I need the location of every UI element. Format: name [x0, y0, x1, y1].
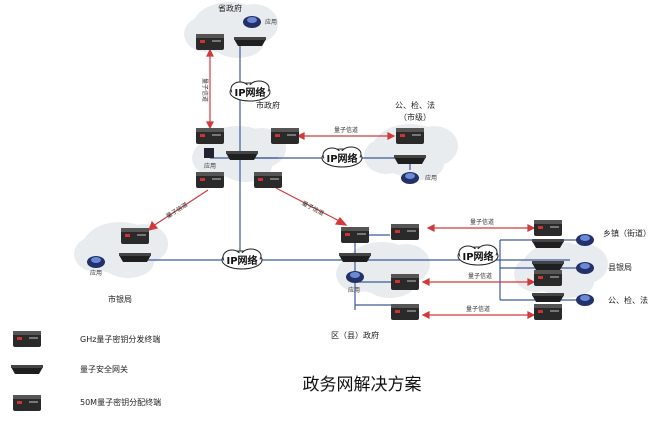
- legend-item-1-label: GHz量子密钥分发终端: [80, 334, 160, 344]
- legend-item-2-label: 量子安全网关: [80, 364, 128, 374]
- city-qkd-terminal-c: [196, 172, 224, 188]
- district-qkd-terminal-b: [391, 274, 419, 290]
- county-bank-gateway: [532, 261, 564, 270]
- city-qkd-terminal-d: [254, 172, 282, 188]
- county-bank-label: 县银局: [608, 262, 632, 272]
- bank-qkd-terminal: [121, 228, 149, 244]
- bank-channel-label: 量子信道: [165, 200, 189, 220]
- city-app-icon: [204, 148, 214, 158]
- town-app-icon: [576, 234, 594, 246]
- quantum-channel-links: [148, 48, 536, 319]
- ip-cloud-bottom-label: IP网络: [226, 254, 257, 267]
- county-security-app-icon: [576, 294, 594, 306]
- bank-gateway: [119, 253, 151, 262]
- province-gateway: [234, 37, 266, 46]
- ip-cloud-district-right-label: IP网络: [462, 250, 493, 263]
- province-channel-label: 量子信道: [201, 78, 209, 102]
- district-channel-label: 量子信道: [300, 199, 325, 217]
- district-qkd-terminal-in: [341, 227, 369, 243]
- town-gateway: [532, 239, 564, 248]
- town-qkd-terminal: [534, 220, 562, 236]
- security-label: 公、检、法: [395, 100, 435, 110]
- district-app-icon: [346, 271, 364, 283]
- city-label: 市政府: [256, 100, 280, 110]
- province-app-icon: [243, 16, 261, 28]
- county-security-channel-label: 量子信道: [466, 305, 490, 313]
- legend-item-3-label: 50M量子密钥分配终端: [80, 397, 161, 407]
- security-qkd-terminal: [396, 128, 424, 144]
- province-qkd-terminal: [196, 34, 224, 50]
- security-app-icon: [401, 172, 419, 184]
- county-security-label: 公、检、法: [608, 295, 648, 305]
- town-label: 乡镇（街道）: [603, 228, 651, 238]
- county-bank-qkd-terminal: [534, 270, 562, 286]
- legend-qkd-terminal-icon: [13, 331, 41, 347]
- legend: GHz量子密钥分发终端 量子安全网关 50M量子密钥分配终端: [11, 331, 161, 411]
- province-label: 省政府: [218, 3, 242, 13]
- district-gateway: [339, 253, 371, 262]
- bank-label: 市银局: [108, 294, 132, 304]
- district-label: 区（县）政府: [331, 330, 379, 340]
- ip-cloud-city-right-label: IP网络: [326, 152, 357, 165]
- city-app-label: 应用: [204, 162, 216, 170]
- county-security-gateway: [532, 293, 564, 302]
- district-qkd-terminal-a: [391, 224, 419, 240]
- city-gateway: [226, 151, 258, 160]
- bank-app-icon: [87, 256, 105, 268]
- province-app-label: 应用: [265, 18, 277, 26]
- city-qkd-terminal-a: [196, 128, 224, 144]
- security-gateway: [394, 155, 426, 164]
- city-security-channel-label: 量子信道: [334, 126, 358, 134]
- security-sublabel: （市级）: [399, 112, 431, 122]
- district-app-label: 应用: [348, 286, 360, 294]
- legend-gateway-icon: [11, 365, 43, 374]
- diagram-title: 政务网解决方案: [303, 375, 422, 395]
- bank-app-label: 应用: [90, 269, 102, 277]
- legend-qkd-50m-icon: [13, 395, 41, 411]
- ip-cloud-top-label: IP网络: [234, 86, 265, 99]
- city-qkd-terminal-b: [271, 128, 299, 144]
- county-bank-app-icon: [576, 262, 594, 274]
- county-security-qkd-terminal: [534, 304, 562, 320]
- security-app-label: 应用: [425, 174, 437, 182]
- town-channel-label: 量子信道: [470, 218, 494, 226]
- district-qkd-terminal-c: [391, 304, 419, 320]
- county-bank-channel-label: 量子信道: [468, 272, 492, 280]
